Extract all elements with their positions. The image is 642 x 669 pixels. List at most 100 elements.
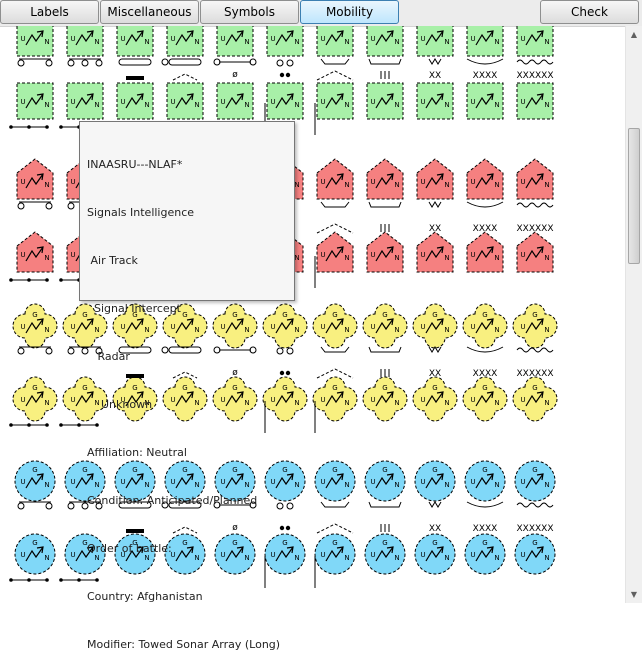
tab-mobility[interactable]: Mobility — [300, 0, 399, 24]
arrow-head-icon — [186, 391, 194, 399]
tab-labels[interactable]: Labels — [0, 0, 99, 24]
arrow-head-icon — [136, 473, 144, 481]
frame-letter-top: G — [32, 539, 37, 547]
scroll-up-arrow-icon[interactable]: ▲ — [630, 30, 638, 39]
radar-intercept-icon — [525, 30, 544, 46]
scrollbar-thumb[interactable] — [628, 128, 640, 264]
unknown-frame — [64, 460, 106, 502]
vertical-scrollbar[interactable]: ▲ ▼ — [625, 26, 642, 603]
hostile-frame — [416, 231, 454, 273]
frame-letter-top: G — [432, 466, 437, 474]
scroll-down-arrow-icon[interactable]: ▼ — [630, 590, 638, 599]
check-button[interactable]: Check — [540, 0, 639, 24]
feint-icon — [172, 73, 198, 81]
tab-miscellaneous[interactable]: Miscellaneous — [100, 0, 199, 24]
frame-letter-top: G — [132, 311, 137, 319]
arrow-head-icon — [436, 318, 444, 326]
frame-letter-right: N — [244, 38, 249, 46]
tab-symbols[interactable]: Symbols — [200, 0, 299, 24]
frame-letter-left: U — [70, 35, 75, 43]
frame-letter-right: N — [494, 326, 499, 334]
